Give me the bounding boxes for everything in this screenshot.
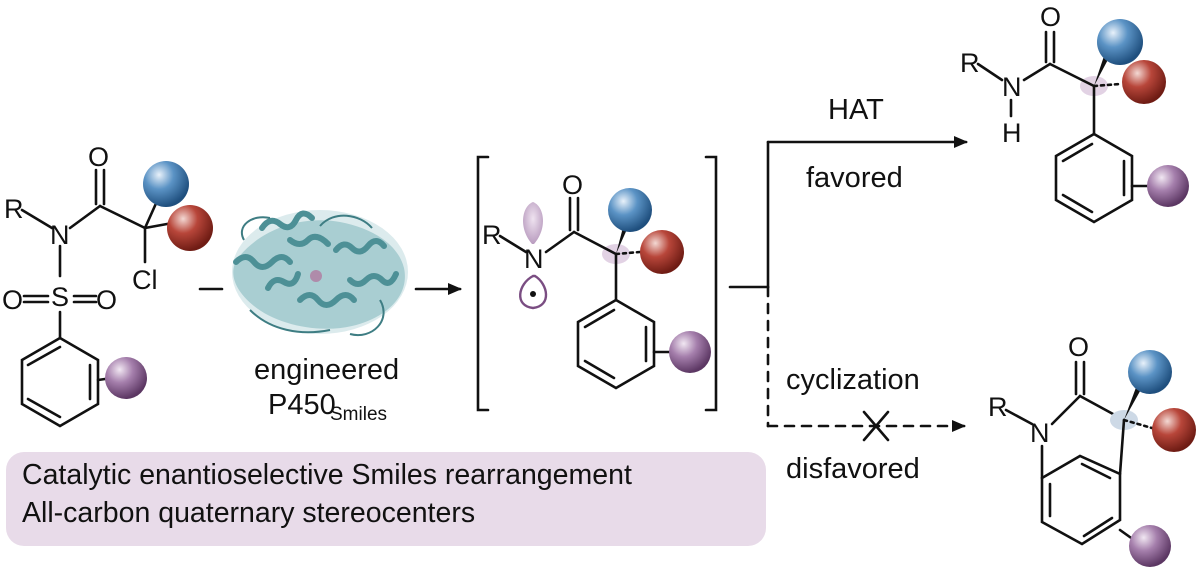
purple-substituent-sphere (105, 357, 147, 399)
product-oxygen-label: O (1040, 2, 1061, 32)
product-hydrogen-label: H (1002, 118, 1022, 148)
intermediate-blue-sphere (608, 188, 652, 232)
disfavored-cross-icon (862, 410, 890, 442)
oxindole-r-label: R (988, 392, 1008, 422)
product-purple-sphere (1147, 165, 1189, 207)
oxindole-oxygen-label: O (1068, 332, 1089, 362)
enzyme-label-engineered: engineered (254, 354, 399, 386)
sulfonyl-oxygen-right-label: O (96, 285, 117, 315)
intermediate-oxygen-label: O (562, 170, 583, 200)
enzyme-label-subscript: Smiles (330, 404, 387, 425)
p-orbital-upper (523, 202, 543, 244)
sulfonyl-oxygen-left-label: O (2, 285, 23, 315)
caption-box (6, 452, 766, 546)
pathway-disfavored-label: disfavored (786, 453, 920, 485)
p-orbital-lower-radical (519, 274, 548, 310)
intermediate-r-label: R (482, 220, 502, 250)
product-blue-sphere (1097, 19, 1143, 65)
carbonyl-oxygen-label: O (88, 142, 109, 172)
intermediate-red-sphere (640, 230, 684, 274)
radical-intermediate: R N O (476, 155, 718, 412)
cyclization-product: R N O (988, 332, 1196, 567)
sulfur-label: S (51, 282, 69, 312)
oxindole-nitrogen-label: N (1030, 418, 1050, 448)
chlorine-label: Cl (132, 265, 158, 295)
r-group-label: R (4, 194, 24, 224)
intermediate-nitrogen-label: N (524, 244, 544, 274)
oxindole-red-sphere (1152, 408, 1196, 452)
enzyme-label-p450: P450 (268, 389, 336, 421)
caption-line-1: Catalytic enantioselective Smiles rearra… (22, 459, 632, 491)
red-substituent-sphere (167, 205, 213, 251)
pathway-cyclization-label: cyclization (786, 364, 920, 396)
p450-enzyme-image (232, 210, 408, 337)
left-bracket (476, 155, 490, 412)
product-red-sphere (1122, 60, 1166, 104)
blue-substituent-sphere (143, 161, 189, 207)
product-r-label: R (960, 48, 980, 78)
intermediate-purple-sphere (669, 331, 711, 373)
pathway-hat-label: HAT (828, 94, 884, 126)
pathway-favored-label: favored (806, 162, 903, 194)
starting-material: R N O Cl S O O (2, 142, 213, 428)
oxindole-purple-sphere (1129, 525, 1171, 567)
nitrogen-label: N (50, 220, 70, 250)
oxindole-blue-sphere (1128, 350, 1172, 394)
product-nitrogen-label: N (1002, 72, 1022, 102)
right-bracket (704, 155, 718, 412)
caption-line-2: All-carbon quaternary stereocenters (22, 497, 476, 529)
hat-product: R N H O (960, 2, 1189, 224)
